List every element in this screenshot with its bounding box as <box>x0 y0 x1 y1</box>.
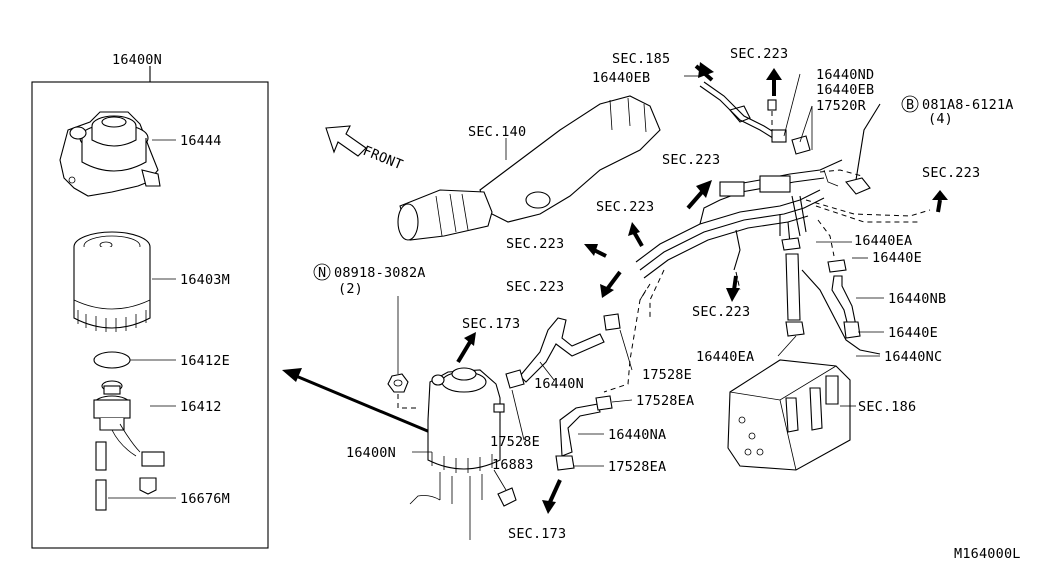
label-17528EA-a: 17528EA <box>636 393 694 409</box>
label-nut-part: 08918-3082A <box>334 265 426 281</box>
label-nut-circle: N <box>318 265 326 281</box>
label-sec223-c: SEC.223 <box>506 279 564 295</box>
water-sensor-16412-part <box>93 380 165 511</box>
fuel-filter-assembly-16400N-part <box>409 367 505 540</box>
label-16400N-main: 16400N <box>346 445 396 461</box>
label-17528E-b: 17528E <box>490 434 540 450</box>
fuel-tube-assembly-part <box>603 159 931 393</box>
label-sec223-d: SEC.223 <box>692 304 750 320</box>
label-16440EB-a: 16440EB <box>592 70 650 86</box>
label-16440EB-b: 16440EB <box>816 82 874 98</box>
label-sec186: SEC.186 <box>858 399 916 415</box>
label-17520R: 17520R <box>816 98 867 114</box>
label-sec223-a: SEC.223 <box>596 199 654 215</box>
label-16440NC: 16440NC <box>884 349 942 365</box>
o-ring-16412E-part <box>93 351 131 369</box>
label-16440NA: 16440NA <box>608 427 666 443</box>
label-bolt-part: 081A8-6121A <box>922 97 1014 113</box>
label-16412: 16412 <box>180 399 222 415</box>
label-sec173-top: SEC.173 <box>462 316 520 332</box>
filter-cartridge-16403M-part <box>73 231 151 332</box>
label-16676M: 16676M <box>180 491 230 507</box>
label-16883: 16883 <box>492 457 534 473</box>
bolt-081A8-part <box>845 95 919 195</box>
label-sec223-right: SEC.223 <box>922 165 980 181</box>
hose-16440NB-part <box>827 259 861 339</box>
label-16440NB: 16440NB <box>888 291 946 307</box>
hose-16440NA-part <box>555 395 613 471</box>
hose-16440NC-part <box>781 237 881 355</box>
label-16440EA-b: 16440EA <box>696 349 754 365</box>
label-sec223-top: SEC.223 <box>730 46 788 62</box>
nut-callout-circle <box>313 263 331 281</box>
intake-manifold-sec140-part <box>397 95 661 241</box>
label-nut-qty: (2) <box>338 281 363 297</box>
diagram-id: M164000L <box>954 546 1021 562</box>
label-16440ND: 16440ND <box>816 67 874 83</box>
label-sec223-mid: SEC.223 <box>662 152 720 168</box>
label-sec223-b: SEC.223 <box>506 236 564 252</box>
label-16440E-b: 16440E <box>888 325 938 341</box>
label-16412E: 16412E <box>180 353 230 369</box>
label-16440EA-a: 16440EA <box>854 233 912 249</box>
label-16440N: 16440N <box>534 376 584 392</box>
reference-arrows <box>456 62 948 514</box>
label-sec140: SEC.140 <box>468 124 526 140</box>
bolt-callout-circle <box>901 95 919 113</box>
front-direction-arrow-icon <box>325 125 367 157</box>
label-17528E-a: 17528E <box>642 367 692 383</box>
label-16444: 16444 <box>180 133 222 149</box>
clamp-17520R-part <box>699 81 839 187</box>
label-bolt-circle: B <box>906 97 914 113</box>
filter-head-16444-part <box>59 111 161 197</box>
label-sec173-bottom: SEC.173 <box>508 526 566 542</box>
label-16400N-kit: 16400N <box>112 52 162 68</box>
label-16440E-a: 16440E <box>872 250 922 266</box>
label-sec185: SEC.185 <box>612 51 670 67</box>
label-bolt-qty: (4) <box>928 111 953 127</box>
clip-16883-part <box>493 469 517 507</box>
injection-pump-sec186-part <box>727 359 851 471</box>
label-16403M: 16403M <box>180 272 230 288</box>
label-17528EA-b: 17528EA <box>608 459 666 475</box>
label-front: FRONT <box>361 143 406 173</box>
filter-kit-frame <box>31 66 269 549</box>
hose-16440N-part <box>505 313 621 389</box>
nut-08918-part <box>387 296 418 409</box>
exploded-view-arrow <box>282 368 431 434</box>
